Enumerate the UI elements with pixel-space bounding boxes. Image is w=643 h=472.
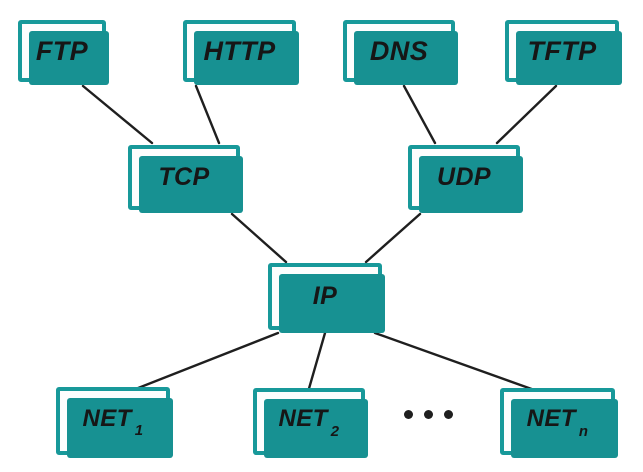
connector-tcp-to-ip (230, 212, 288, 264)
node-tcp-label: TCP (158, 163, 210, 191)
node-dns-label: DNS (369, 35, 429, 66)
connector-udp-to-ip (364, 212, 422, 264)
node-tftp[interactable]: TFTP (505, 20, 622, 85)
more-networks-ellipsis (404, 410, 453, 419)
node-ftp-label: FTP (35, 35, 89, 66)
connector-tftp-to-udp (495, 84, 558, 145)
node-dns[interactable]: DNS (343, 20, 458, 85)
connector-ip-to-netn (373, 331, 542, 394)
connector-ip-to-net1 (126, 331, 280, 394)
connector-http-to-tcp (194, 84, 221, 145)
node-tcp[interactable]: TCP (128, 145, 243, 213)
connector-ip-to-net2 (306, 331, 327, 394)
ellipsis-dot (404, 410, 413, 419)
node-net1-subscript: 1 (134, 423, 144, 440)
node-udp-label: UDP (437, 163, 491, 191)
node-ip-label: IP (312, 282, 338, 310)
ellipsis-dot (424, 410, 433, 419)
node-netn-subscript: n (578, 423, 589, 440)
node-ip[interactable]: IP (268, 263, 385, 333)
node-udp[interactable]: UDP (408, 145, 523, 213)
ellipsis-dot (444, 410, 453, 419)
node-tftp-label: TFTP (527, 35, 597, 66)
node-http[interactable]: HTTP (183, 20, 299, 85)
node-net2-subscript: 2 (330, 423, 340, 440)
node-http-label: HTTP (203, 35, 276, 66)
node-ftp[interactable]: FTP (18, 20, 109, 85)
connector-ftp-to-tcp (81, 84, 154, 145)
connector-dns-to-udp (402, 84, 437, 145)
